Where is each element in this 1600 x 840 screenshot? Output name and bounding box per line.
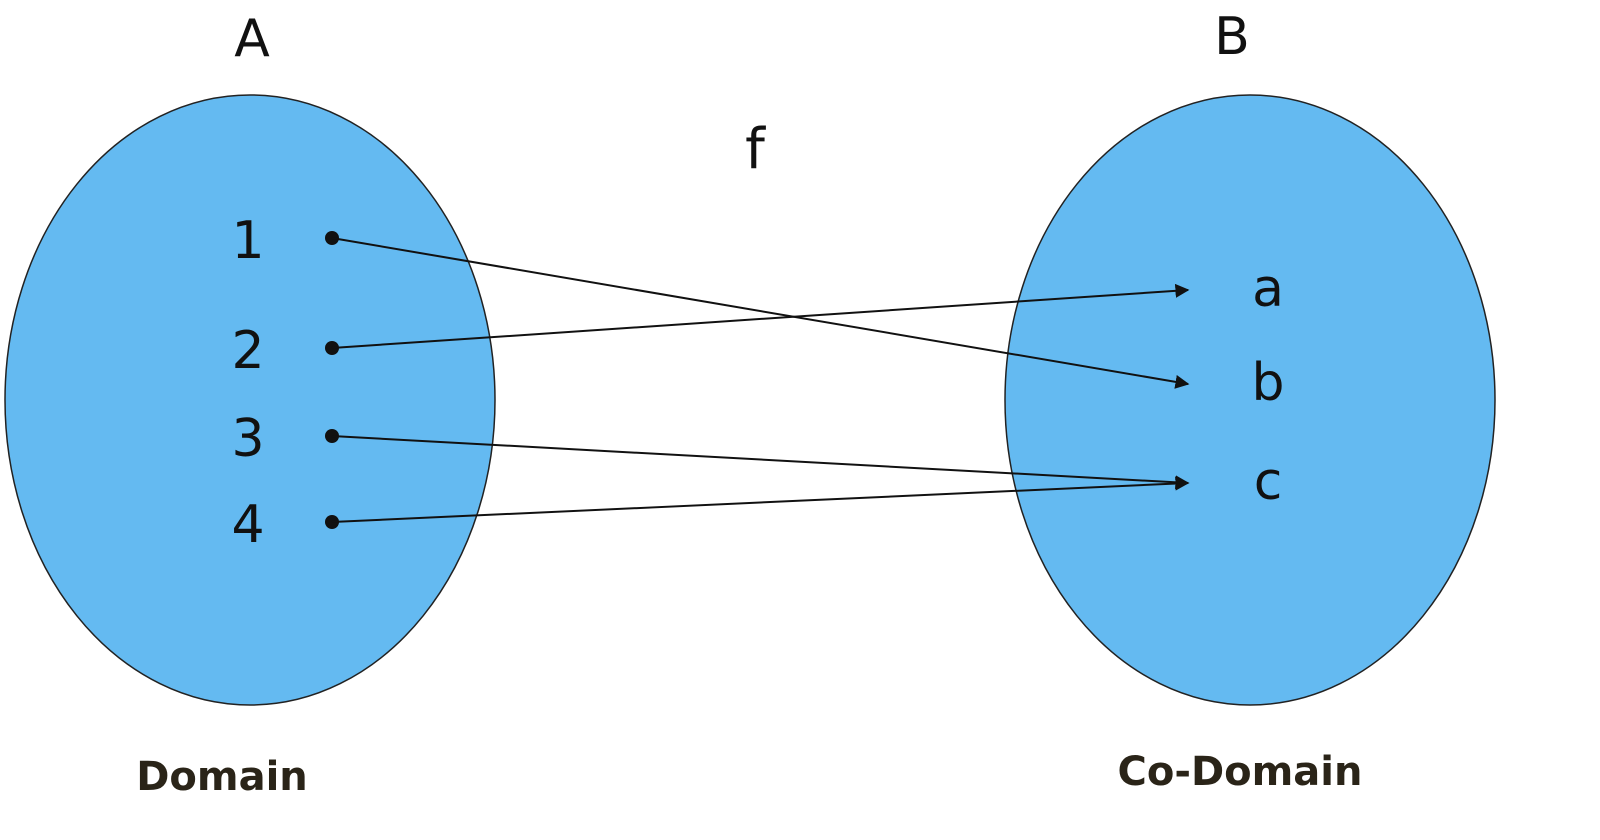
domain-element-label: 1 — [231, 211, 264, 271]
codomain-set-ellipse — [1004, 94, 1496, 706]
mapping-arrow-2-a — [331, 283, 1190, 349]
domain-element-label: 4 — [231, 495, 264, 555]
mapping-arrow-3-c — [331, 435, 1190, 490]
codomain-caption: Co-Domain — [1118, 749, 1363, 795]
mapping-arrow-1-b — [331, 237, 1190, 389]
domain-set-ellipse — [4, 94, 496, 706]
domain-set-name: A — [234, 9, 270, 69]
codomain-element-label: c — [1254, 452, 1283, 512]
domain-element-label: 2 — [231, 321, 264, 381]
function-label: f — [745, 117, 766, 182]
codomain-element-label: b — [1251, 353, 1284, 413]
codomain-element-label: a — [1252, 259, 1284, 319]
domain-caption: Domain — [136, 754, 308, 800]
domain-element-label: 3 — [231, 409, 264, 469]
codomain-set-name: B — [1214, 7, 1250, 67]
mapping-arrow-4-c — [331, 476, 1190, 523]
